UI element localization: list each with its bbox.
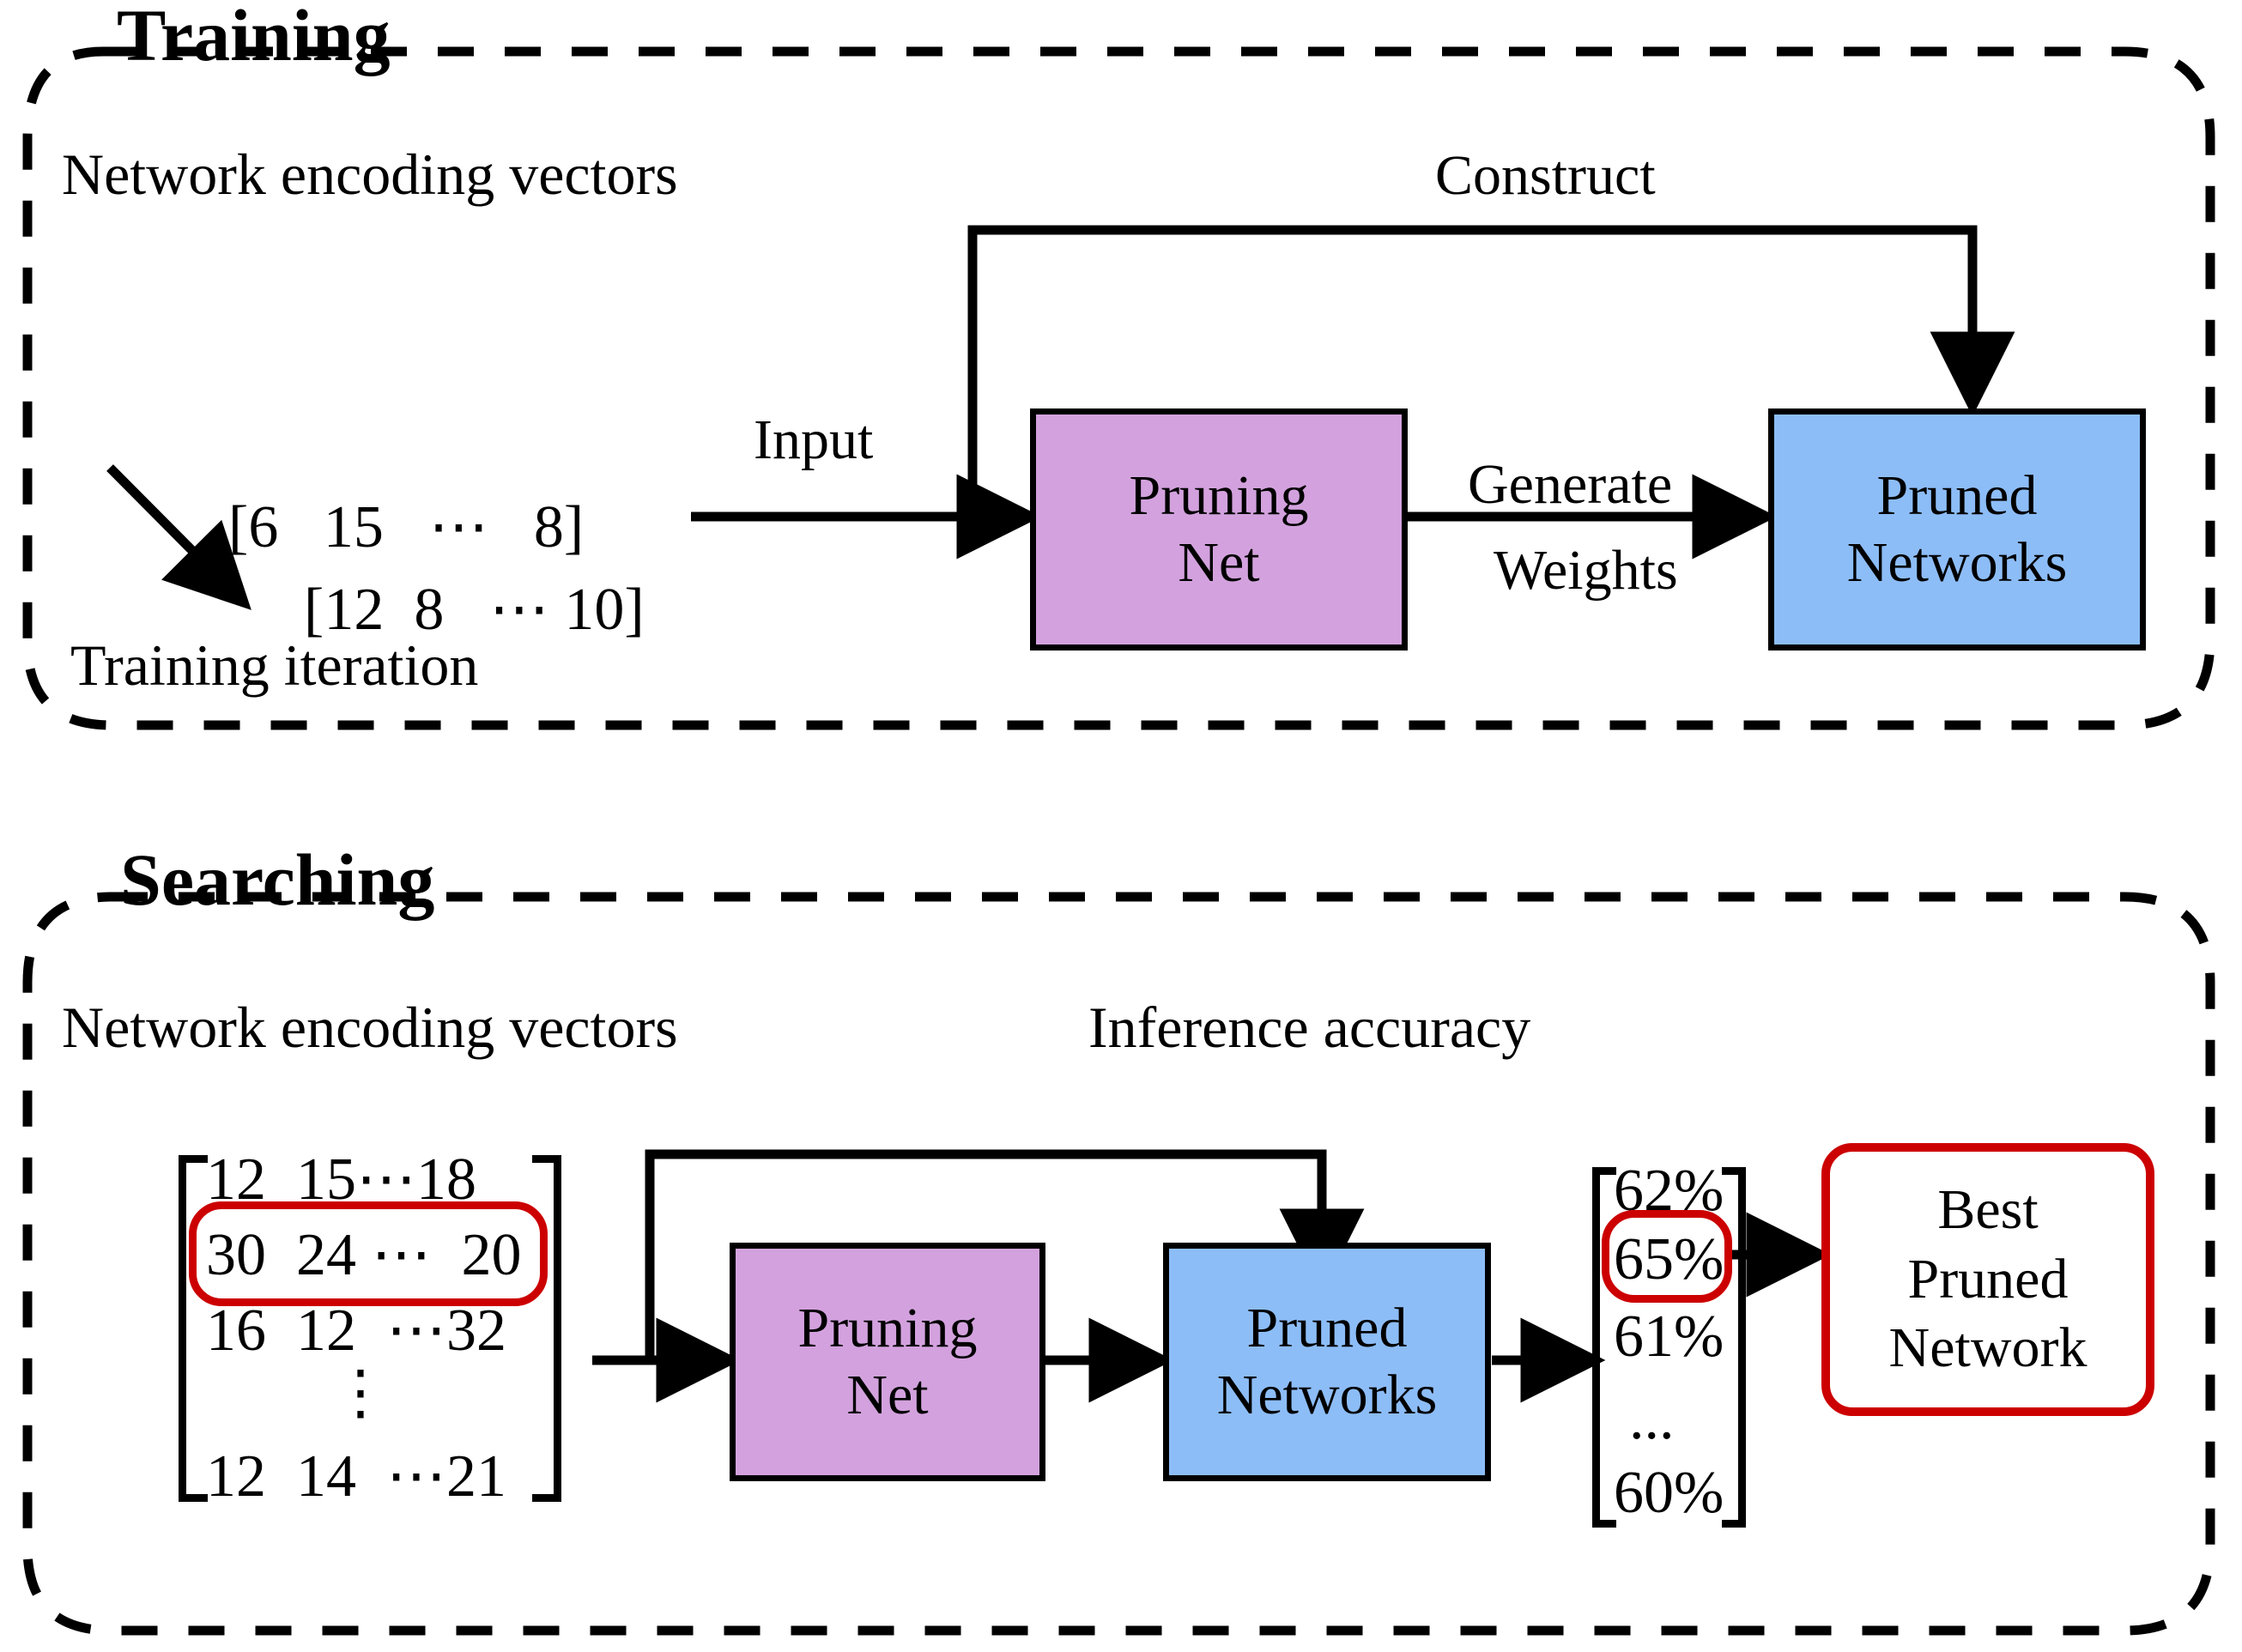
- matrix-row-2: 30 24 ⋯ 20: [206, 1222, 522, 1288]
- pruned-networks-label-line2: Networks: [1846, 531, 2068, 594]
- accuracy-row-3: 61%: [1614, 1304, 1724, 1370]
- vector-close-bracket: ]: [563, 494, 585, 560]
- best-pruned-network-label-line2: Pruned: [1907, 1247, 2069, 1310]
- matrix-highlight-row: [189, 1201, 548, 1306]
- training-generate-weights-label-line2: Weights: [1494, 539, 1678, 602]
- matrix-row-3: 16 12 ⋯32: [206, 1298, 506, 1364]
- pruning-net-label-line1: Pruning: [797, 1297, 978, 1360]
- pruning-net-label-line2: Net: [846, 1364, 929, 1426]
- pruned-networks-label-line1: Pruned: [1876, 464, 2038, 528]
- searching-pruned-networks-box[interactable]: Pruned Networks: [1163, 1243, 1491, 1481]
- pruning-net-label-line2: Net: [1178, 531, 1260, 594]
- matrix-left-bracket: [179, 1155, 208, 1502]
- training-iteration-label: Training iteration: [70, 632, 479, 698]
- vector-open-bracket: [: [228, 494, 249, 560]
- training-input-label: Input: [754, 408, 874, 471]
- accuracy-highlight-row: [1602, 1210, 1732, 1303]
- training-vector-row-2: [12 8 ⋯ 10]: [244, 505, 645, 713]
- training-section-title: Training: [117, 0, 391, 76]
- accuracy-row-ellipsis: ...: [1629, 1386, 1675, 1452]
- training-vector-row-1: [6 15 ⋯ 8]: [168, 422, 584, 631]
- pruned-networks-label-line1: Pruned: [1246, 1297, 1408, 1360]
- best-pruned-network-label-line3: Network: [1888, 1316, 2087, 1380]
- best-pruned-network-label-line1: Best: [1937, 1178, 2039, 1242]
- matrix-row-ellipsis: ⋮: [330, 1360, 391, 1426]
- pruned-networks-label-line2: Networks: [1216, 1364, 1438, 1426]
- vector-values: 12 8 ⋯ 10: [324, 577, 625, 643]
- training-generate-weights-label-line1: Generate: [1468, 453, 1673, 516]
- matrix-right-bracket: [532, 1155, 561, 1502]
- accuracy-row-5: 60%: [1614, 1460, 1724, 1526]
- searching-inference-accuracy-label: Inference accuracy: [1088, 995, 1531, 1060]
- accuracy-right-bracket: [1722, 1167, 1746, 1528]
- training-construct-label: Construct: [1435, 144, 1656, 207]
- training-pruning-net-box[interactable]: Pruning Net: [1030, 408, 1408, 651]
- searching-section-title: Searching: [120, 838, 435, 921]
- training-pruned-networks-box[interactable]: Pruned Networks: [1768, 408, 2146, 651]
- best-pruned-network-box[interactable]: Best Pruned Network: [1821, 1143, 2154, 1416]
- vector-values: 6 15 ⋯ 8: [248, 494, 564, 560]
- pruning-net-label-line1: Pruning: [1129, 464, 1309, 528]
- training-caption: Network encoding vectors: [62, 142, 678, 207]
- vector-close-bracket: ]: [624, 577, 645, 643]
- accuracy-left-bracket: [1592, 1167, 1616, 1528]
- vector-open-bracket: [: [304, 577, 324, 643]
- matrix-row-5: 12 14 ⋯21: [206, 1443, 506, 1510]
- searching-caption: Network encoding vectors: [62, 995, 678, 1060]
- searching-pruning-net-box[interactable]: Pruning Net: [730, 1243, 1045, 1481]
